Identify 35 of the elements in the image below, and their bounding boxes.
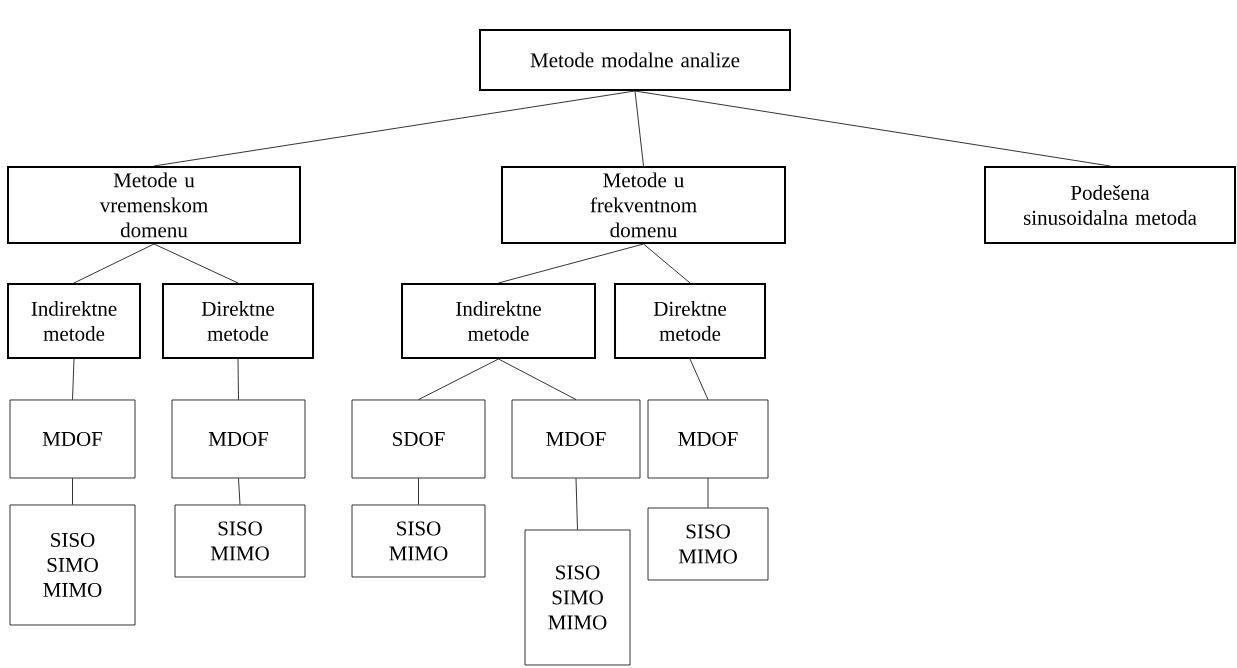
connector-line [575, 478, 578, 530]
connector-line [634, 90, 644, 167]
connector-line [498, 358, 577, 400]
method-box: SISO MIMO [351, 504, 486, 578]
category-box: Indirektne metode [401, 283, 596, 359]
method-box: MDOF [171, 399, 306, 479]
connector-line [73, 243, 155, 284]
connector-line [643, 243, 691, 284]
method-box: SISO SIMO MIMO [524, 529, 631, 666]
method-box: SISO MIMO [647, 507, 769, 581]
connector-line [689, 358, 709, 400]
connector-line [237, 358, 239, 400]
connector-line [153, 243, 239, 284]
method-box: SISO MIMO [174, 504, 306, 578]
connector-line [153, 90, 636, 167]
method-box: MDOF [647, 399, 769, 479]
connector-line [418, 478, 419, 505]
connector-line [707, 478, 709, 508]
category-box: Metode u vremenskom domenu [7, 166, 301, 244]
connector-line [418, 358, 499, 400]
category-box: Indirektne metode [7, 283, 141, 359]
title-box: Metode modalne analize [479, 29, 791, 91]
method-box: MDOF [9, 399, 136, 479]
category-box: Podešena sinusoidalna metoda [984, 166, 1236, 244]
connector-line [238, 478, 241, 505]
connector-line [634, 90, 1111, 167]
method-box: SISO SIMO MIMO [9, 504, 136, 626]
method-box: MDOF [511, 399, 641, 479]
category-box: Direktne metode [614, 283, 766, 359]
connector-line [498, 243, 644, 284]
connector-line [72, 478, 73, 505]
category-box: Direktne metode [162, 283, 314, 359]
method-box: SDOF [351, 399, 486, 479]
connector-line [72, 358, 75, 400]
category-box: Metode u frekventnom domenu [501, 166, 786, 244]
